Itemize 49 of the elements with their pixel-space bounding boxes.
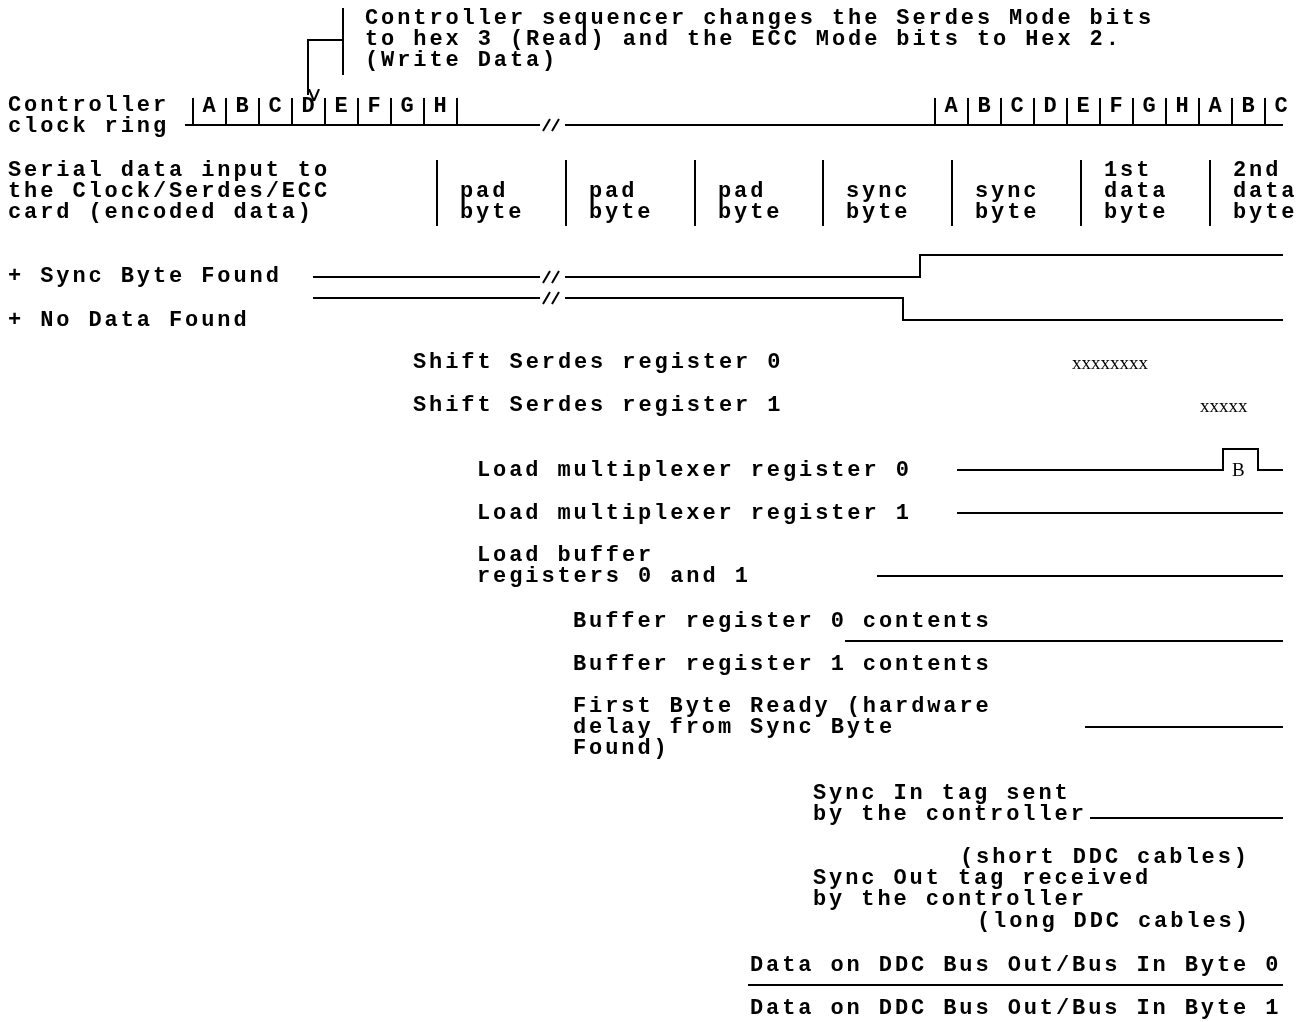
signal-label: Buffer register 1 contents <box>573 654 992 675</box>
byte-label: sync byte <box>846 181 912 223</box>
signal-label: + Sync Byte Found <box>8 266 282 287</box>
signal-label: Serial data input to the Clock/Serdes/ECC card (encoded data) <box>8 160 332 223</box>
signal-label: Sync In tag sent by the controller <box>813 783 1088 825</box>
signal-label: Shift Serdes register 0 <box>413 352 784 373</box>
signal-label: Data on DDC Bus Out/Bus In Byte 0 <box>750 955 1282 976</box>
byte-label: 2nd data byte <box>1233 160 1299 223</box>
clock-phase-letter: C <box>1273 96 1289 117</box>
clock-phase-letter: B <box>976 96 992 117</box>
shift-pattern: xxxxx <box>1200 396 1248 416</box>
clock-phase-letter: A <box>1207 96 1223 117</box>
signal-label: Buffer register 0 contents <box>573 611 992 632</box>
clock-phase-letter: E <box>1075 96 1091 117</box>
byte-label: pad byte <box>460 181 526 223</box>
byte-label: pad byte <box>718 181 784 223</box>
signal-label: + No Data Found <box>8 310 250 331</box>
clock-phase-letter: G <box>1141 96 1157 117</box>
signal-label: Load multiplexer register 0 <box>477 460 912 481</box>
clock-phase-letter: D <box>1042 96 1058 117</box>
clock-phase-letter: D <box>298 96 318 117</box>
clock-phase-letter: C <box>267 96 283 117</box>
clock-phase-letter: F <box>366 96 382 117</box>
signal-label: Controller clock ring <box>8 95 171 137</box>
signal-label: Sync Out tag received by the controller <box>813 868 1152 910</box>
note-text: (short DDC cables) <box>960 847 1250 868</box>
clock-phase-letter: A <box>943 96 959 117</box>
clock-phase-letter: B <box>234 96 250 117</box>
annotation-note: Controller sequencer changes the Serdes Mode bits to hex 3 (Read) and the ECC Mode bits to Hex 2. (Write Data) <box>343 8 1173 71</box>
signal-label: Load multiplexer register 1 <box>477 503 912 524</box>
byte-label: pad byte <box>589 181 655 223</box>
shift-pattern: xxxxxxxx <box>1072 353 1148 373</box>
byte-label: 1st data byte <box>1104 160 1170 223</box>
signal-label: Shift Serdes register 1 <box>413 395 784 416</box>
clock-phase-letter: E <box>333 96 349 117</box>
signal-label: Load buffer registers 0 and 1 <box>477 545 752 587</box>
clock-phase-letter: G <box>399 96 415 117</box>
byte-label: sync byte <box>975 181 1041 223</box>
clock-phase-letter: C <box>1009 96 1025 117</box>
note-text: (long DDC cables) <box>977 911 1251 932</box>
leader-arrow <box>307 39 344 102</box>
signal-label: Data on DDC Bus Out/Bus In Byte 1 <box>750 998 1282 1019</box>
clock-phase-letter: B <box>1240 96 1256 117</box>
clock-phase-letter: H <box>1174 96 1190 117</box>
pulse-label: B <box>1232 460 1245 480</box>
clock-phase-letter: H <box>432 96 448 117</box>
clock-phase-letter: F <box>1108 96 1124 117</box>
clock-phase-letter: A <box>201 96 217 117</box>
signal-label: First Byte Ready (hardware delay from Sync Byte Found) <box>573 696 993 759</box>
